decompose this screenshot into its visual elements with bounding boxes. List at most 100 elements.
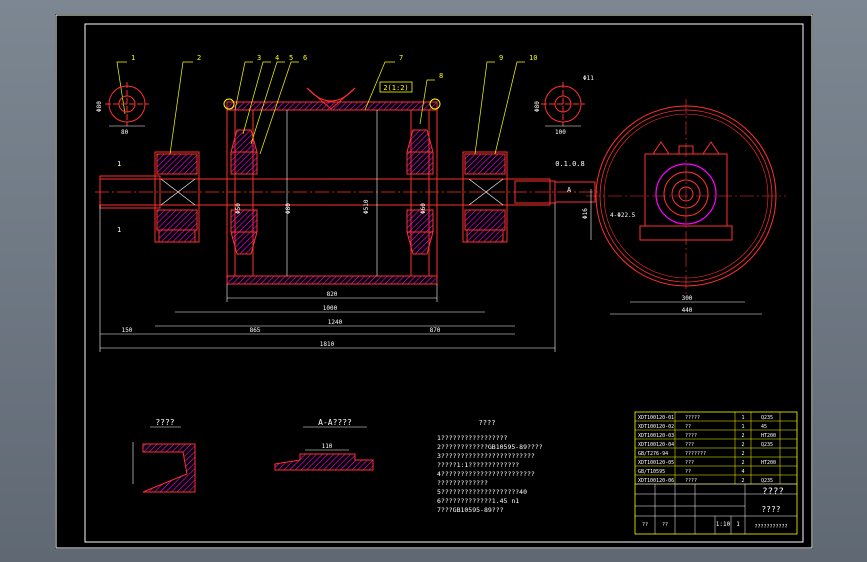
outer-frame	[55, 14, 813, 549]
callout-label: 3	[257, 54, 261, 62]
dim-side-width: 300	[682, 295, 693, 302]
note-line: 4????????????????????????	[437, 470, 535, 478]
part-qty: 1	[741, 424, 744, 430]
shaft-label: 1	[117, 226, 121, 234]
dim-shaft-dia-1: Φ50	[235, 203, 242, 214]
section-mark-a: A	[567, 186, 572, 194]
note-line: 3????????????????????????	[437, 452, 535, 460]
dim-side-h: Φ16	[582, 208, 589, 219]
part-material: Q235	[761, 478, 773, 484]
detail-circle-left	[105, 82, 149, 127]
inner-frame	[84, 23, 804, 543]
part-name: ?????	[685, 415, 700, 421]
dim-detail-2-dia: Φ80	[534, 101, 541, 112]
dim-left-part: 865	[250, 327, 261, 334]
section-dim: 110	[322, 443, 333, 450]
part-code: GB/T276-94	[638, 451, 668, 457]
part-name: ???????	[685, 451, 706, 457]
callout-label: 2	[197, 54, 201, 62]
dim-left-stub: 150	[122, 327, 133, 334]
part-qty: 4	[741, 469, 744, 475]
part-qty: 2	[741, 478, 744, 484]
section-title: A-A????	[318, 418, 352, 427]
note-line: ?????????????	[437, 479, 488, 487]
dim-center-height: Φ510	[363, 199, 370, 214]
callout-label: 9	[499, 54, 503, 62]
part-material: 45	[761, 424, 767, 430]
part-qty: 2	[741, 451, 744, 457]
bearing-housing-right	[462, 151, 508, 243]
callout-box-label: 2(1:2)	[383, 84, 408, 92]
callout-label: 6	[303, 54, 307, 62]
part-code: GB/T10595	[638, 469, 665, 475]
note-line: 2????????????GB10595-89????	[437, 443, 543, 451]
dim-bearing-span: 1240	[328, 319, 343, 326]
side-note: 4-Φ22.5	[610, 212, 636, 219]
parts-row: XDT100120-04??? 2 Q235	[638, 442, 773, 448]
part-material: Q235	[761, 442, 773, 448]
title-checked: ??	[662, 522, 668, 528]
dim-overall: 1810	[320, 341, 335, 348]
title-drawn: ??	[642, 522, 648, 528]
end-disc-right	[406, 109, 434, 277]
title-sheet: 1	[736, 521, 740, 528]
bearing-housing-left	[154, 151, 200, 243]
part-code: XDT100120-01	[638, 415, 674, 421]
part-code: XDT100120-03	[638, 433, 674, 439]
title-sub: ????	[761, 505, 780, 514]
part-code: XDT100120-06	[638, 478, 674, 484]
parts-row: XDT100120-02?? 1 45	[638, 424, 767, 430]
note-line: 6?????????????1.45 n1	[437, 497, 519, 505]
part-name: ??	[685, 469, 691, 475]
callout-label: 7	[399, 54, 403, 62]
parts-row: GB/T10595?? 4	[638, 469, 745, 475]
part-name: ??	[685, 424, 691, 430]
part-code: XDT100120-05	[638, 460, 674, 466]
note-line: 5????????????????????40	[437, 488, 527, 496]
part-qty: 2	[741, 433, 744, 439]
note-line: 1?????????????????	[437, 434, 508, 442]
title-school: ???????????	[754, 524, 787, 530]
side-tag: 0.1.0.8	[555, 160, 585, 168]
note-line: ?????1:1?????????????	[437, 461, 519, 469]
callout-label: 5	[289, 54, 293, 62]
dim-shaft-dia-2: Φ60	[420, 203, 427, 214]
bearing-label: 1	[117, 160, 121, 168]
part-name: ???	[685, 442, 694, 448]
part-qty: 1	[741, 415, 744, 421]
parts-row: GB/T276-94??????? 2	[638, 451, 745, 457]
detail-circle-right	[541, 82, 585, 127]
note-line: 7???GB10595-89???	[437, 506, 504, 514]
dim-detail-1-dia: Φ80	[96, 101, 103, 112]
dim-detail-2-w: 100	[555, 129, 566, 136]
dim-bore: Φ80	[285, 203, 292, 214]
dim-shell-length: 820	[327, 291, 338, 298]
dim-right-part: 870	[430, 327, 441, 334]
callout-label: 10	[529, 54, 537, 62]
callout-label: 4	[275, 54, 279, 62]
part-code: XDT100120-04	[638, 442, 674, 448]
part-code: XDT100120-02	[638, 424, 674, 430]
drum-shell-top	[226, 101, 438, 111]
end-disc-left	[230, 109, 258, 277]
part-qty: 2	[741, 442, 744, 448]
detail-view: ????	[132, 418, 196, 493]
tolerance-tag: Φ11	[583, 75, 594, 82]
title-scale: 1:10	[716, 521, 731, 528]
part-name: ????	[685, 433, 697, 439]
detail-title: ????	[155, 418, 174, 427]
dim-side-base: 440	[682, 307, 693, 314]
drum-shell-bottom	[226, 275, 438, 285]
notes-title: ????	[479, 419, 496, 427]
dim-detail-1-w: 80	[121, 129, 129, 136]
section-view: A-A???? 110	[274, 418, 374, 471]
callout-leaders	[116, 61, 525, 155]
